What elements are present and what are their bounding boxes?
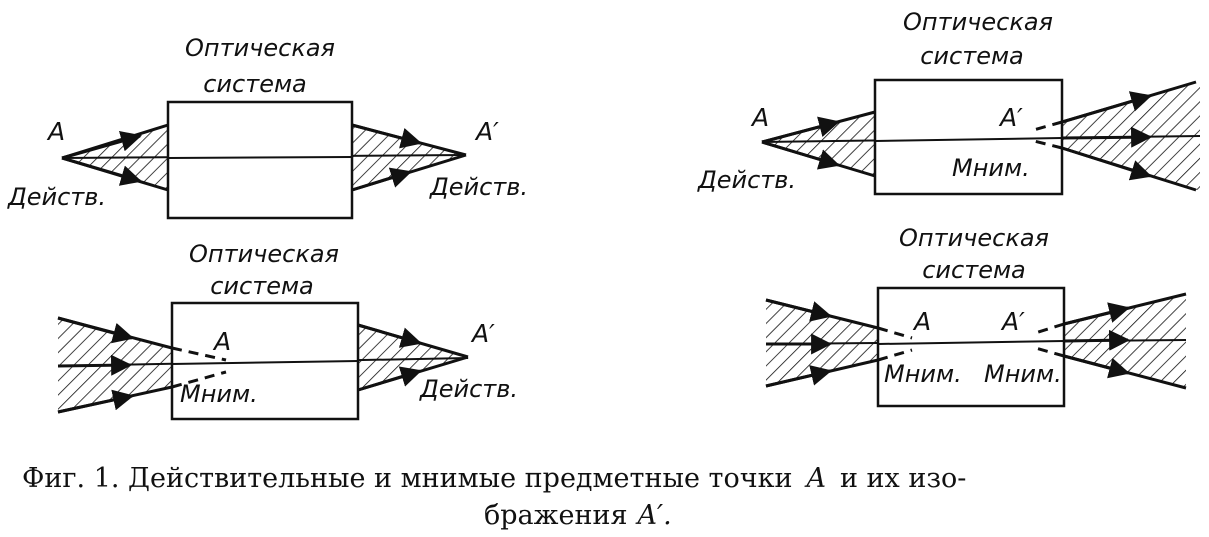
- optical-system-box: [873, 78, 1064, 196]
- virtual-extension-lower: [171, 370, 227, 389]
- caption-text-2: и их изо-: [840, 463, 966, 494]
- virtual-extension-upper: [171, 346, 227, 362]
- virtual-extension-in-upper: [877, 326, 913, 340]
- point-a-prime-label: A′: [470, 319, 495, 348]
- virtual-extension-in-lower: [877, 348, 913, 362]
- system-label-line2: система: [922, 256, 1026, 284]
- outgoing-cone: [352, 125, 466, 190]
- arrow-out-1: [1061, 91, 1153, 124]
- system-label-line2: система: [920, 42, 1024, 70]
- arrow-in-2: [761, 140, 841, 170]
- arrow-axis: [1061, 126, 1153, 148]
- virtual-extension-out-upper: [1031, 322, 1065, 336]
- virtual-extension-upper: [1029, 120, 1063, 133]
- point-a-label: A: [46, 117, 65, 146]
- optical-system-box: [876, 286, 1066, 408]
- arrow-in-2: [765, 365, 833, 388]
- caption-line-1: Фиг. 1. Действительные и мнимые предметн…: [22, 463, 966, 494]
- caption-text-3: бражения: [484, 500, 627, 531]
- caption-point-a-prime: A′.: [634, 500, 671, 531]
- point-a-prime-label: A′: [474, 117, 499, 146]
- figure-caption: Фиг. 1. Действительные и мнимые предметн…: [22, 463, 966, 531]
- system-label-line1: Оптическая: [185, 34, 335, 62]
- virtual-image-label: Мним.: [984, 360, 1062, 388]
- virtual-image-label: Мним.: [952, 154, 1030, 182]
- real-object-label: Действ.: [697, 166, 796, 194]
- virtual-object-label: Мним.: [884, 360, 962, 388]
- panel-virtual-virtual: Оптическая система A A′ Мним. Мним.: [765, 224, 1187, 408]
- arrow-out-1: [351, 123, 423, 149]
- system-label-line1: Оптическая: [899, 224, 1049, 252]
- system-label-line2: система: [210, 272, 314, 300]
- arrow-axis: [57, 354, 133, 376]
- virtual-extension-out-lower: [1031, 345, 1065, 358]
- panel-real-virtual: Оптическая система A A′ Действ. Мним.: [697, 8, 1201, 196]
- virtual-object-label: Мним.: [180, 380, 258, 408]
- arrow-out-1: [357, 323, 423, 348]
- point-a-prime-label: A′: [1000, 307, 1025, 336]
- arrow-in-2: [61, 156, 143, 186]
- arrow-out-2: [351, 167, 413, 192]
- axis-inside: [171, 360, 359, 365]
- panel-virtual-real: Оптическая система A A′ Мним. Действ.: [57, 240, 518, 421]
- arrow-out-2: [357, 366, 423, 392]
- arrow-in-1: [61, 131, 143, 160]
- incoming-cone: [762, 112, 875, 176]
- point-a-label: A: [912, 307, 931, 336]
- arrow-in-2: [57, 389, 135, 414]
- virtual-extension-lower: [1029, 138, 1063, 150]
- point-a-label: A: [212, 327, 231, 356]
- optical-system-box: [166, 100, 354, 220]
- point-a-prime-label: A′: [998, 103, 1023, 132]
- arrow-in-1: [765, 298, 833, 322]
- real-object-label: Действ.: [7, 183, 106, 211]
- axis-inside: [877, 340, 1065, 345]
- caption-text-1: Фиг. 1. Действительные и мнимые предметн…: [22, 463, 792, 494]
- system-label-line2: система: [203, 70, 307, 98]
- axis-inside: [167, 156, 353, 159]
- arrow-out-2: [1061, 146, 1153, 181]
- outgoing-cone: [358, 325, 468, 390]
- system-label-line1: Оптическая: [903, 8, 1053, 36]
- system-label-line1: Оптическая: [189, 240, 339, 268]
- axis-inside: [874, 137, 1063, 142]
- arrow-out-2: [1063, 354, 1131, 379]
- arrow-in-1: [57, 316, 135, 344]
- real-image-label: Действ.: [429, 173, 528, 201]
- arrow-out-1: [1063, 302, 1131, 326]
- caption-point-a: A: [803, 463, 826, 494]
- panel-real-real: Оптическая система A A′ Действ. Действ.: [7, 34, 528, 220]
- real-image-label: Действ.: [419, 375, 518, 403]
- arrow-axis-out: [1063, 329, 1131, 351]
- point-a-label: A: [750, 103, 769, 132]
- arrow-in-1: [761, 116, 841, 144]
